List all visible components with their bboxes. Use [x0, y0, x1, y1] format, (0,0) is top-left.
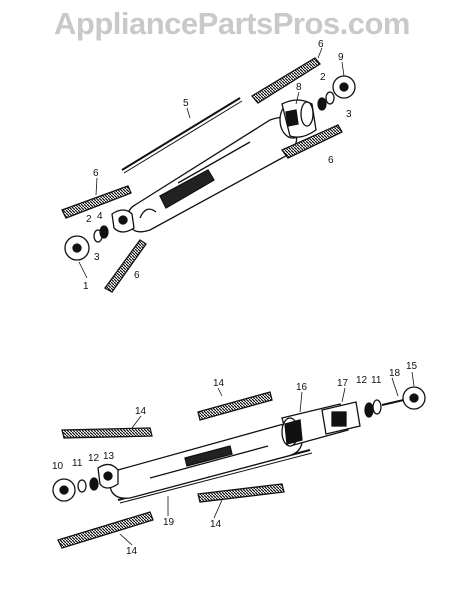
brush-strip-part-5-d [104, 239, 147, 293]
watermark-text: AppliancePartsPros.com [54, 6, 410, 41]
callout-18: 18 [389, 368, 401, 379]
callout-12-left: 12 [88, 453, 100, 464]
brush-strip-part-5-c [61, 185, 132, 219]
brush-strip-part-14-d [57, 511, 154, 549]
bearing-parts-left [64, 209, 135, 261]
shaft-part-6 [121, 97, 243, 174]
brush-roll-body [127, 116, 298, 233]
callout-5-right: 6 [328, 155, 334, 166]
callout-4: 4 [97, 211, 103, 222]
callout-16: 16 [296, 382, 308, 393]
callout-19: 19 [163, 517, 175, 528]
callout-15: 15 [406, 361, 418, 372]
callout-13: 13 [103, 451, 115, 462]
brush-strip-part-5-b [280, 124, 343, 159]
callout-11-left: 11 [72, 458, 83, 469]
callout-10: 10 [52, 461, 64, 472]
leader-lines-top [78, 47, 345, 279]
callout-14-bottom: 14 [126, 546, 138, 557]
brush-strip-part-14-a [197, 391, 273, 421]
callout-14-right: 14 [210, 519, 222, 530]
callout-6: 5 [183, 98, 189, 109]
callout-9: 9 [338, 52, 344, 63]
end-cap-part-8 [279, 99, 317, 139]
callout-labels: 5 6 9 2 8 3 6 6 2 4 3 6 1 14 16 17 12 11… [52, 39, 418, 557]
callout-14-left: 14 [135, 406, 147, 417]
callout-11-right: 11 [371, 375, 382, 386]
callout-17: 17 [337, 378, 349, 389]
end-cap-part-16 [281, 401, 361, 447]
callout-8: 8 [296, 82, 302, 93]
bearing-parts-left-bottom [52, 463, 119, 502]
callout-5-bottom: 6 [134, 270, 140, 281]
callout-1: 1 [83, 281, 89, 292]
callout-3-left: 3 [94, 252, 100, 263]
leader-lines-bottom [119, 371, 415, 546]
bearing-parts-right-bottom [364, 386, 426, 418]
brush-strip-part-14-b [61, 427, 153, 439]
callout-5-left: 6 [93, 168, 99, 179]
callout-14-top: 14 [213, 378, 225, 389]
callout-2-right: 2 [320, 72, 326, 83]
brush-strip-part-14-c [197, 483, 285, 503]
callout-2-left: 2 [86, 214, 92, 225]
callout-5-top: 6 [318, 39, 324, 50]
brush-strip-part-5-a [251, 57, 321, 104]
callout-12-right: 12 [356, 375, 368, 386]
callout-3-right: 3 [346, 109, 352, 120]
